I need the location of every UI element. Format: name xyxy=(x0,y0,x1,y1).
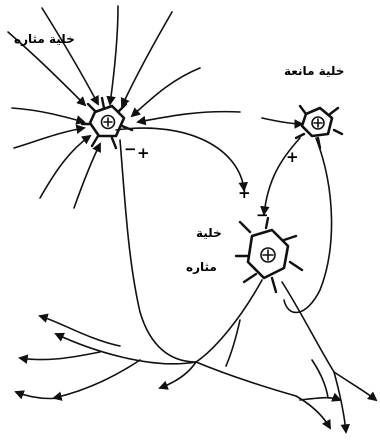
plus-sign-center-cell: + xyxy=(238,184,251,202)
center-excitatory-neuron xyxy=(236,218,302,292)
label-inhibitory: خلية مانعة xyxy=(284,64,344,78)
lower-collateral-fibers xyxy=(226,320,328,398)
minus-sign-top-cell: − xyxy=(124,140,137,158)
label-excitatory-top: خلية مثاره xyxy=(14,32,75,46)
center-cell-axons xyxy=(16,280,376,432)
plus-sign-inhibitory-cell: + xyxy=(286,148,299,166)
label-excitatory-center-1: خلية xyxy=(196,226,222,240)
plus-sign-top-cell: + xyxy=(137,144,150,162)
minus-sign-center-cell: − xyxy=(256,206,269,224)
label-excitatory-center-2: مثاره xyxy=(186,260,217,274)
top-cell-axon xyxy=(116,128,244,362)
